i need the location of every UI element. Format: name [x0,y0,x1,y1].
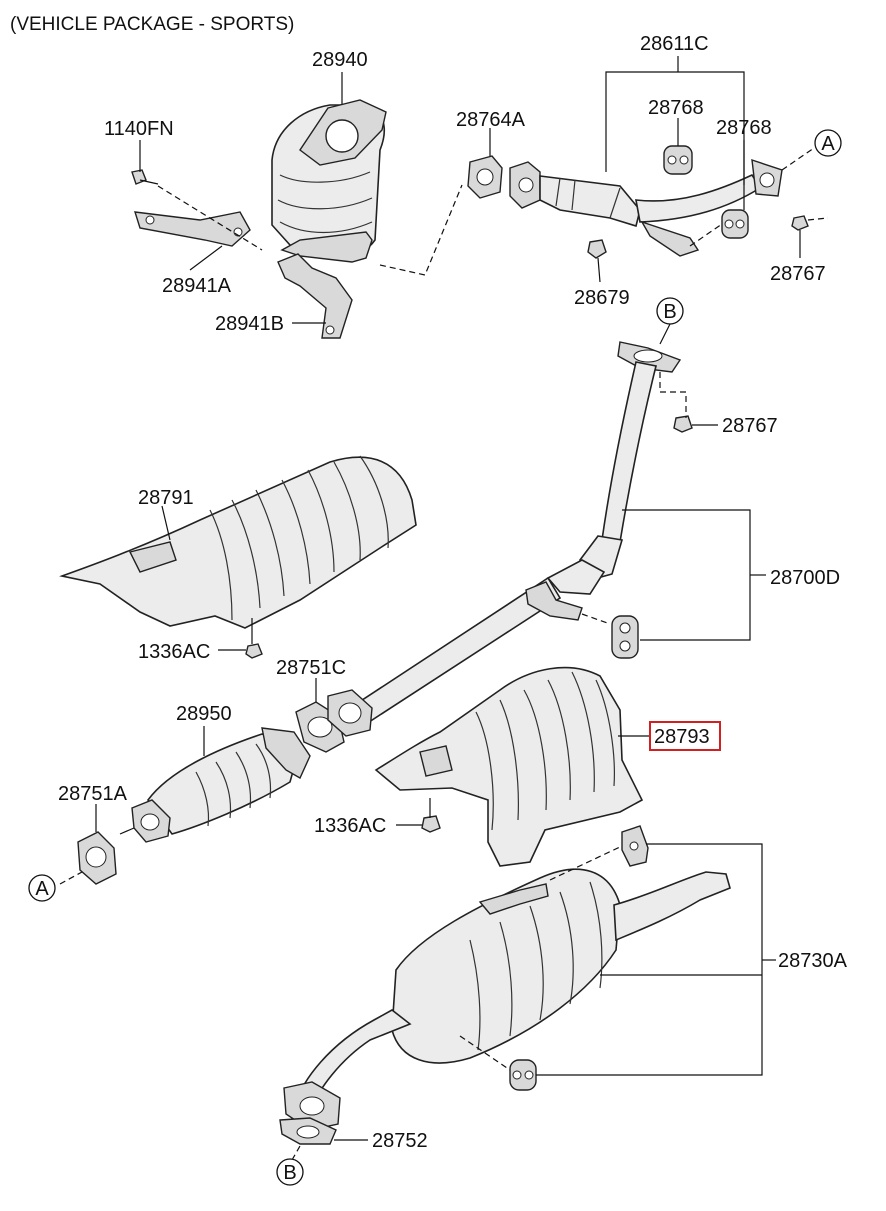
nut-28767-top[interactable] [791,215,809,231]
hanger-28730a-top[interactable] [621,825,649,867]
callout-b-bottom: B [276,1158,304,1186]
callout-a-bottom: A [28,874,56,902]
label-28679: 28679 [574,287,630,309]
label-28751c: 28751C [276,657,346,679]
nut-28767-mid[interactable] [673,415,693,433]
label-28940: 28940 [312,49,368,71]
heat-protector-28791[interactable] [59,455,417,629]
manifold-converter-28940[interactable] [271,99,387,263]
diagram-header: (VEHICLE PACKAGE - SPORTS) [10,14,294,35]
label-28752: 28752 [372,1130,428,1152]
label-28941b: 28941B [215,313,284,335]
svg-text:A: A [35,878,49,900]
label-28700d: 28700D [770,567,840,589]
hanger-28700d[interactable] [611,615,639,659]
gasket-28764a[interactable] [467,155,503,199]
hanger-28730a-bottom[interactable] [509,1059,537,1091]
label-28941a: 28941A [162,275,232,297]
label-28791: 28791 [138,487,194,509]
label-28767-top: 28767 [770,263,826,285]
label-28950: 28950 [176,703,232,725]
nut-1336ac-lower[interactable] [421,815,441,833]
label-28764a: 28764A [456,109,526,131]
highlight-box-28793 [649,721,721,751]
label-28793: 28793 [654,726,710,748]
label-28767-mid: 28767 [722,415,778,437]
catalytic-converter-28950[interactable] [119,727,311,843]
nut-28679[interactable] [587,239,607,259]
label-28751a: 28751A [58,783,128,805]
center-pipe-28700d[interactable] [348,341,682,726]
label-1140fn: 1140FN [104,118,174,140]
label-28730a: 28730A [778,950,848,972]
svg-text:B: B [283,1162,296,1184]
hanger-28768-b[interactable] [721,209,749,239]
heat-protector-28793[interactable] [374,666,644,867]
flange-28751c-pipe[interactable] [327,689,373,737]
callout-a-top: A [814,129,842,157]
nut-1336ac-upper[interactable] [245,643,263,659]
gasket-28752[interactable] [279,1117,337,1145]
gasket-28751a[interactable] [77,831,117,885]
bracket-28941b[interactable] [277,253,353,339]
bracket-28941a[interactable] [134,211,251,247]
label-1336ac-upper: 1336AC [138,641,210,663]
muffler-28730a[interactable] [283,868,731,1131]
label-28611c: 28611C [640,33,709,55]
label-28768-b: 28768 [716,117,772,139]
svg-text:A: A [821,133,835,155]
label-28768-a: 28768 [648,97,704,119]
front-pipe-28611c[interactable] [509,158,783,257]
bolt-1140fn[interactable] [131,169,159,185]
callout-b-mid: B [656,297,684,325]
label-1336ac-lower: 1336AC [314,815,386,837]
svg-text:B: B [663,301,676,323]
hanger-28768-a[interactable] [663,145,693,175]
